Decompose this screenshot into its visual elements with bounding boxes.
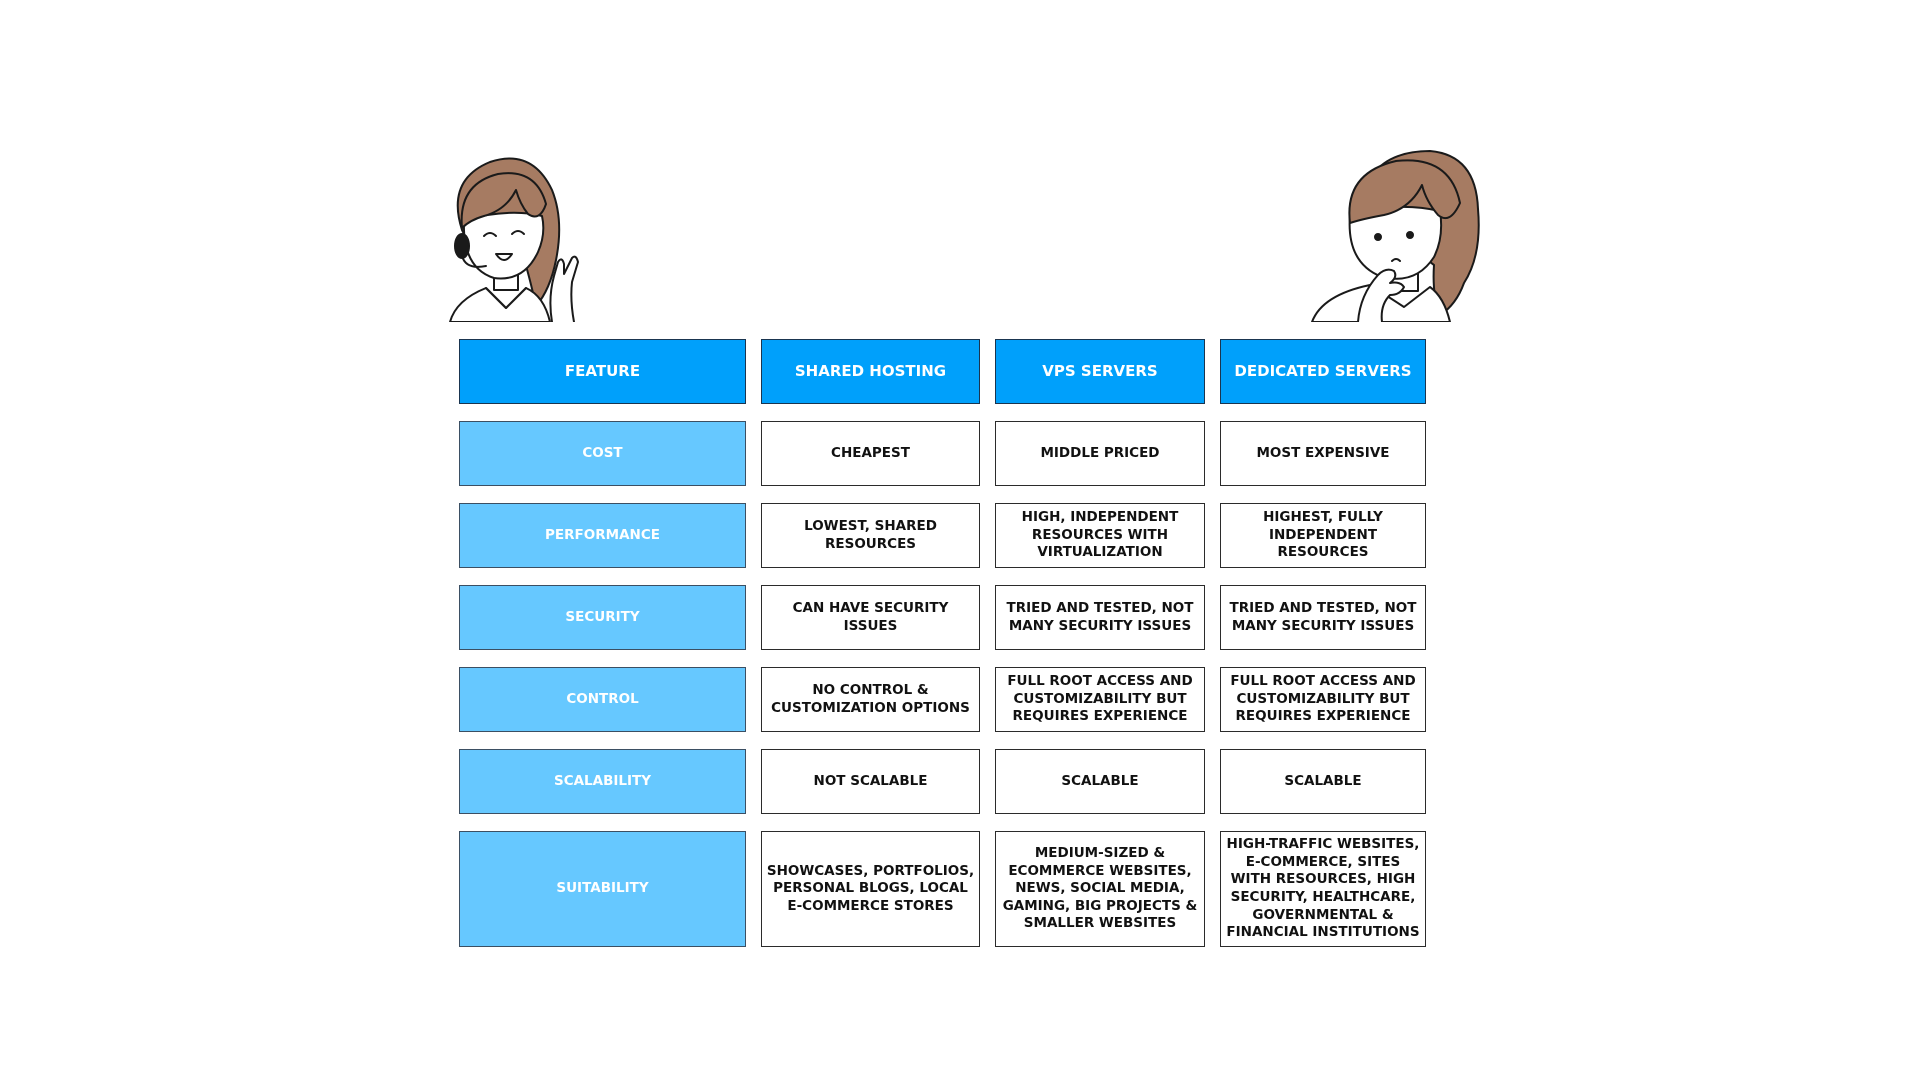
cost-vps: MIDDLE PRICED xyxy=(995,421,1205,486)
scalability-dedicated: SCALABLE xyxy=(1220,749,1426,814)
performance-vps: HIGH, INDEPENDENT RESOURCES WITH VIRTUAL… xyxy=(995,503,1205,568)
thinking-woman-illustration xyxy=(1311,150,1480,322)
performance-shared: LOWEST, SHARED RESOURCES xyxy=(761,503,980,568)
header-shared-hosting: SHARED HOSTING xyxy=(761,339,980,404)
suitability-vps: MEDIUM-SIZED & ECOMMERCE WEBSITES, NEWS,… xyxy=(995,831,1205,947)
security-shared: CAN HAVE SECURITY ISSUES xyxy=(761,585,980,650)
header-dedicated-servers: DEDICATED SERVERS xyxy=(1220,339,1426,404)
security-vps: TRIED AND TESTED, NOT MANY SECURITY ISSU… xyxy=(995,585,1205,650)
scalability-shared: NOT SCALABLE xyxy=(761,749,980,814)
feature-performance: PERFORMANCE xyxy=(459,503,746,568)
control-shared: NO CONTROL & CUSTOMIZATION OPTIONS xyxy=(761,667,980,732)
control-vps: FULL ROOT ACCESS AND CUSTOMIZABILITY BUT… xyxy=(995,667,1205,732)
suitability-shared: SHOWCASES, PORTFOLIOS, PERSONAL BLOGS, L… xyxy=(761,831,980,947)
feature-cost: COST xyxy=(459,421,746,486)
feature-scalability: SCALABILITY xyxy=(459,749,746,814)
cost-dedicated: MOST EXPENSIVE xyxy=(1220,421,1426,486)
suitability-dedicated: HIGH-TRAFFIC WEBSITES, E-COMMERCE, SITES… xyxy=(1220,831,1426,947)
security-dedicated: TRIED AND TESTED, NOT MANY SECURITY ISSU… xyxy=(1220,585,1426,650)
performance-dedicated: HIGHEST, FULLY INDEPENDENT RESOURCES xyxy=(1220,503,1426,568)
cost-shared: CHEAPEST xyxy=(761,421,980,486)
header-feature: FEATURE xyxy=(459,339,746,404)
support-agent-illustration xyxy=(449,157,579,322)
feature-suitability: SUITABILITY xyxy=(459,831,746,947)
feature-security: SECURITY xyxy=(459,585,746,650)
scalability-vps: SCALABLE xyxy=(995,749,1205,814)
control-dedicated: FULL ROOT ACCESS AND CUSTOMIZABILITY BUT… xyxy=(1220,667,1426,732)
feature-control: CONTROL xyxy=(459,667,746,732)
header-vps-servers: VPS SERVERS xyxy=(995,339,1205,404)
